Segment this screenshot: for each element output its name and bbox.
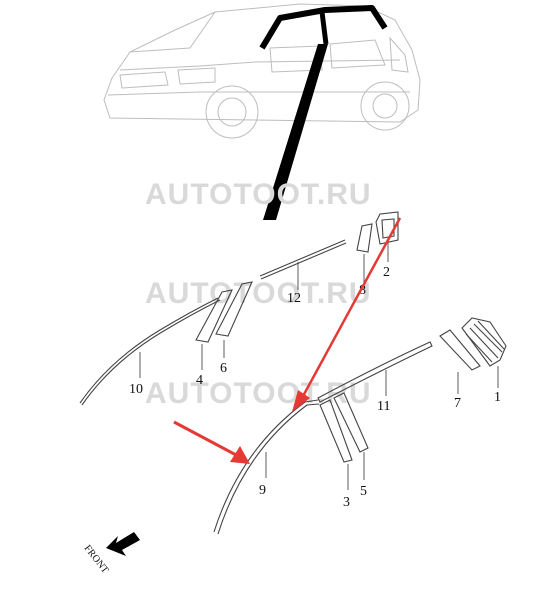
- callout-8: 8: [359, 283, 366, 298]
- watermark-3: AUTOTOOT.RU: [145, 377, 372, 410]
- callouts: 10 12 4 6 8 2 11 7 1 9 3 5: [129, 265, 501, 510]
- callout-7: 7: [454, 396, 461, 411]
- callout-3: 3: [343, 495, 350, 510]
- callout-5: 5: [360, 484, 367, 499]
- watermark-1: AUTOTOOT.RU: [145, 178, 372, 211]
- red-arrow-head-1: [292, 390, 310, 412]
- red-arrows: [173, 217, 402, 464]
- callout-6: 6: [220, 361, 227, 376]
- callout-11: 11: [377, 399, 390, 414]
- front-indicator: FRONT: [82, 532, 140, 576]
- callout-9: 9: [259, 483, 266, 498]
- window-trim-highlight: [259, 5, 388, 220]
- car-illustration: [103, 3, 421, 139]
- callout-4: 4: [196, 373, 203, 388]
- front-arrow-icon: [106, 532, 140, 556]
- callout-10: 10: [129, 382, 143, 397]
- callout-2: 2: [383, 265, 390, 280]
- callout-1: 1: [494, 390, 501, 405]
- upper-parts: [79, 211, 399, 406]
- watermark-2: AUTOTOOT.RU: [145, 277, 372, 310]
- callout-12: 12: [287, 291, 301, 306]
- leader-lines: [139, 242, 499, 490]
- lower-parts: [213, 317, 507, 535]
- red-arrow-head-2: [230, 446, 250, 464]
